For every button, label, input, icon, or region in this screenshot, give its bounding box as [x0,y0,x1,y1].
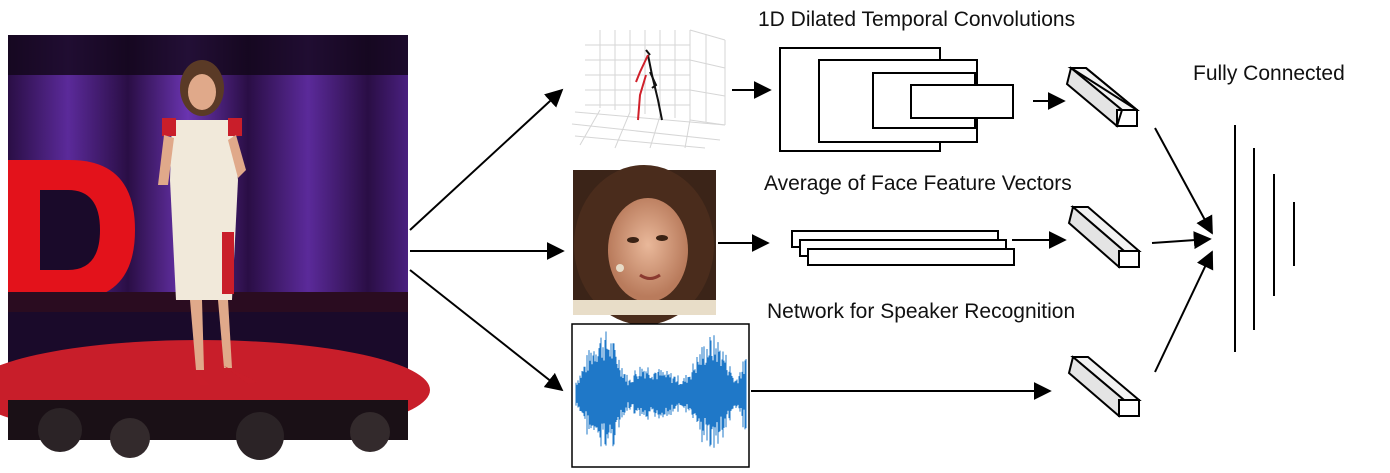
3d-pose-skeleton-icon [571,28,728,149]
feature-vector-cuboid-icon [1067,205,1142,269]
fully-connected-label: Fully Connected [1193,62,1345,85]
feature-vector-cuboid-icon [1067,355,1142,418]
face-features-label: Average of Face Feature Vectors [764,172,1072,195]
speaker-on-stage-photo [0,35,430,460]
temporal-conv-stack [732,47,1066,152]
audio-waveform-icon [571,323,750,468]
temporal-conv-label: 1D Dilated Temporal Convolutions [758,8,1076,31]
face-feature-vectors [718,230,1067,266]
face-crop-photo [573,165,716,325]
feature-vector-cuboid-icon [1065,66,1140,128]
fully-connected-layers [1234,125,1295,352]
input-arrows [409,88,565,392]
speaker-net-label: Network for Speaker Recognition [767,300,1076,323]
fc-arrows [1151,127,1214,373]
